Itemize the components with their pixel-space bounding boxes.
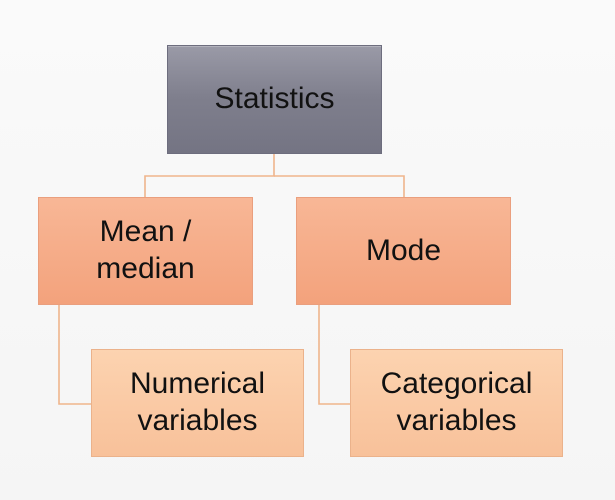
categorical-variables-node: Categorical variables (350, 349, 563, 457)
connector-mean-median-to-numerical-variables (58, 305, 91, 405)
mean-median-node: Mean / median (38, 197, 253, 305)
connector-mode-to-categorical-variables (318, 305, 350, 405)
numerical-variables-node: Numerical variables (91, 349, 304, 457)
connector-root-to-mode (274, 175, 405, 197)
statistics-node: Statistics (167, 45, 382, 154)
mode-node: Mode (296, 197, 511, 305)
connector-root-to-mean-median (144, 154, 275, 197)
